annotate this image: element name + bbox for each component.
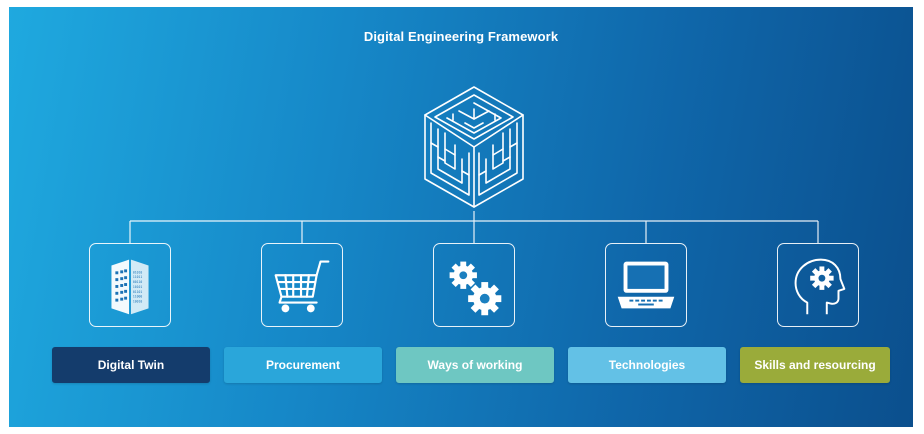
digital-twin-button[interactable]: Digital Twin: [52, 347, 210, 383]
shopping-cart-icon: [274, 260, 330, 313]
diagram-title: Digital Engineering Framework: [363, 29, 559, 44]
svg-text:11000: 11000: [133, 295, 142, 299]
skills-and-resourcing-button[interactable]: Skills and resourcing: [740, 347, 890, 383]
ways-of-working-button[interactable]: Ways of working: [396, 347, 554, 383]
technologies-icon-box: [605, 243, 687, 327]
svg-text:01101: 01101: [133, 290, 142, 294]
maze-cube-icon: [424, 86, 524, 208]
skills-icon-box: [777, 243, 859, 327]
gears-icon: [449, 261, 502, 316]
svg-text:10101: 10101: [133, 285, 142, 289]
technologies-button[interactable]: Technologies: [568, 347, 726, 383]
ways-of-working-icon-box: [433, 243, 515, 327]
head-gear-icon: [794, 258, 846, 315]
svg-text:11011: 11011: [133, 275, 142, 279]
procurement-icon-box: [261, 243, 343, 327]
procurement-button[interactable]: Procurement: [224, 347, 382, 383]
laptop-icon: [617, 261, 675, 309]
svg-text:10010: 10010: [133, 300, 142, 304]
framework-diagram: Digital Engineering Framework: [9, 7, 913, 427]
svg-text:00110: 00110: [133, 280, 142, 284]
svg-text:01010: 01010: [133, 270, 142, 274]
connector-lines: [129, 211, 819, 243]
